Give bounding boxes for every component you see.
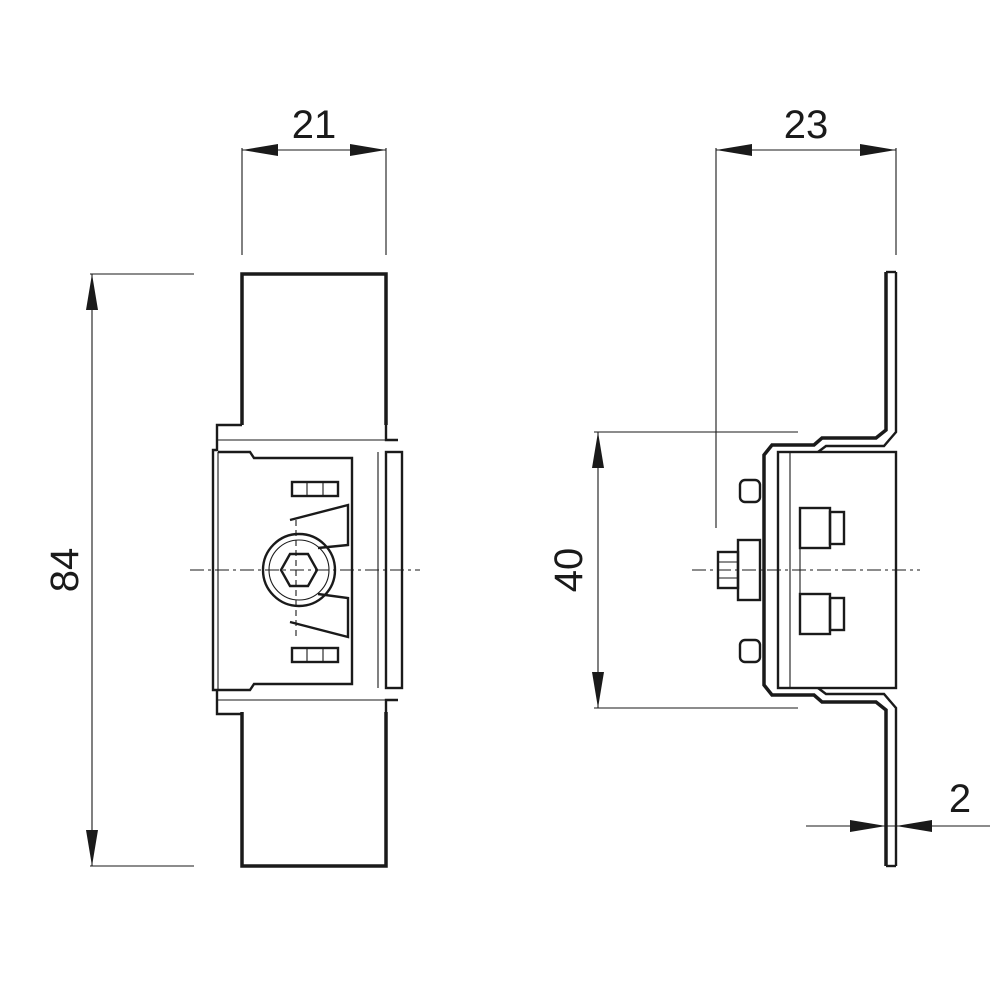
front-top-plate	[240, 272, 388, 425]
front-inner-frame	[218, 450, 354, 692]
side-view	[692, 270, 920, 868]
dim-front-width-label: 21	[292, 103, 337, 147]
front-view	[190, 272, 420, 868]
front-bottom-plate	[240, 712, 388, 868]
dim-side-width-label: 23	[784, 103, 829, 147]
side-mounting-plate	[762, 272, 888, 866]
dim-side-height-label: 40	[547, 548, 591, 593]
front-block-top	[290, 480, 340, 498]
dimension-front-height: 84	[43, 273, 194, 867]
dimension-plate-thickness: 2	[806, 777, 990, 832]
dimension-side-width: 23	[715, 103, 897, 528]
side-block-upper	[798, 506, 832, 550]
side-block-lower	[798, 592, 832, 636]
dimension-front-width: 21	[241, 103, 387, 255]
dimension-side-height: 40	[547, 431, 798, 709]
front-spring-upper	[289, 503, 350, 550]
side-knob-upper	[738, 478, 762, 504]
front-block-bottom	[290, 646, 340, 664]
dim-front-height-label: 84	[43, 548, 87, 593]
dim-plate-thickness-label: 2	[949, 777, 971, 821]
side-knob-lower	[738, 638, 762, 664]
front-clip-body	[211, 423, 242, 716]
front-spring-lower	[289, 592, 350, 639]
hex-socket	[279, 552, 319, 588]
